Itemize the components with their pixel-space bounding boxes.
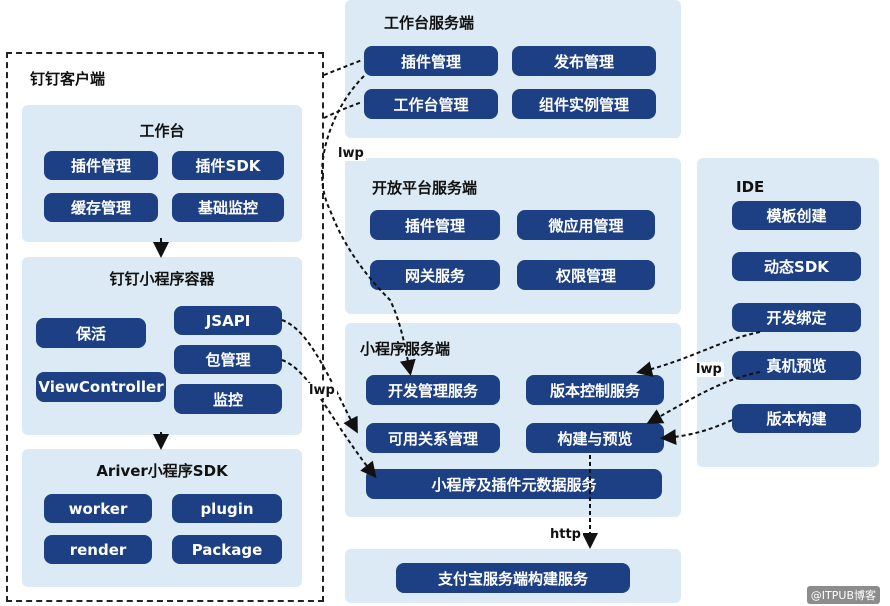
edge-label-lwp-client: lwp <box>307 383 337 398</box>
op-microapp-mgmt[interactable]: 微应用管理 <box>517 210 655 240</box>
client-title: 钉钉客户端 <box>30 70 106 88</box>
sdk-package[interactable]: Package <box>172 535 282 564</box>
ms-dev-mgmt-service[interactable]: 开发管理服务 <box>366 375 500 405</box>
ide-dynamic-sdk[interactable]: 动态SDK <box>732 252 861 281</box>
sdk-title: Ariver小程序SDK <box>96 462 228 480</box>
edge-ide-preview <box>646 371 761 424</box>
mini-server-title: 小程序服务端 <box>360 340 451 358</box>
ms-version-control-service[interactable]: 版本控制服务 <box>526 375 664 405</box>
watermark: @ITPUB博客 <box>806 586 880 604</box>
ws-publish-mgmt[interactable]: 发布管理 <box>512 46 656 76</box>
edge-client-ws2 <box>323 101 363 119</box>
edge-ide-vc <box>636 331 761 377</box>
ide-title: IDE <box>736 178 765 196</box>
open-platform-title: 开放平台服务端 <box>372 179 478 197</box>
edge-jsapi <box>281 319 358 434</box>
container-viewcontroller[interactable]: ViewController <box>36 372 166 402</box>
ide-device-preview[interactable]: 真机预览 <box>732 351 861 380</box>
client-frame <box>6 52 324 602</box>
sdk-plugin[interactable]: plugin <box>172 494 282 523</box>
workbench-plugin-sdk[interactable]: 插件SDK <box>172 151 284 180</box>
edge-label-lwp-top: lwp <box>336 146 366 161</box>
ms-available-relation-mgmt[interactable]: 可用关系管理 <box>366 423 500 453</box>
edge-pkg <box>281 359 377 479</box>
edge-label-lwp-ide: lwp <box>694 362 724 377</box>
edge-ide-build <box>660 419 733 446</box>
edge-client-ws1 <box>323 59 363 76</box>
ms-build-and-preview[interactable]: 构建与预览 <box>526 423 664 453</box>
workbench-server-title: 工作台服务端 <box>384 14 475 32</box>
workbench-cache-mgmt[interactable]: 缓存管理 <box>44 193 158 222</box>
ws-plugin-mgmt[interactable]: 插件管理 <box>364 46 498 76</box>
alipay-build-service[interactable]: 支付宝服务端构建服务 <box>396 563 630 593</box>
workbench-title: 工作台 <box>139 122 185 140</box>
ide-version-build[interactable]: 版本构建 <box>732 404 861 433</box>
ide-template-create[interactable]: 模板创建 <box>732 201 861 230</box>
ws-workbench-mgmt[interactable]: 工作台管理 <box>364 89 498 119</box>
container-monitor[interactable]: 监控 <box>174 384 282 414</box>
op-gateway-service[interactable]: 网关服务 <box>370 260 500 290</box>
ws-component-instance-mgmt[interactable]: 组件实例管理 <box>512 89 656 119</box>
container-keepalive[interactable]: 保活 <box>36 318 146 348</box>
edge-ws-dev <box>321 75 416 376</box>
sdk-render[interactable]: render <box>44 535 152 564</box>
ide-dev-binding[interactable]: 开发绑定 <box>732 303 861 332</box>
container-package-mgmt[interactable]: 包管理 <box>174 345 282 374</box>
op-plugin-mgmt[interactable]: 插件管理 <box>370 210 500 240</box>
ms-metadata-service[interactable]: 小程序及插件元数据服务 <box>366 469 662 499</box>
op-permission-mgmt[interactable]: 权限管理 <box>517 260 655 290</box>
container-jsapi[interactable]: JSAPI <box>174 306 282 335</box>
edge-label-http: http <box>548 527 583 542</box>
container-title: 钉钉小程序容器 <box>109 270 215 288</box>
workbench-basic-monitor[interactable]: 基础监控 <box>172 193 284 222</box>
sdk-worker[interactable]: worker <box>44 494 152 523</box>
workbench-plugin-mgmt[interactable]: 插件管理 <box>44 151 158 180</box>
